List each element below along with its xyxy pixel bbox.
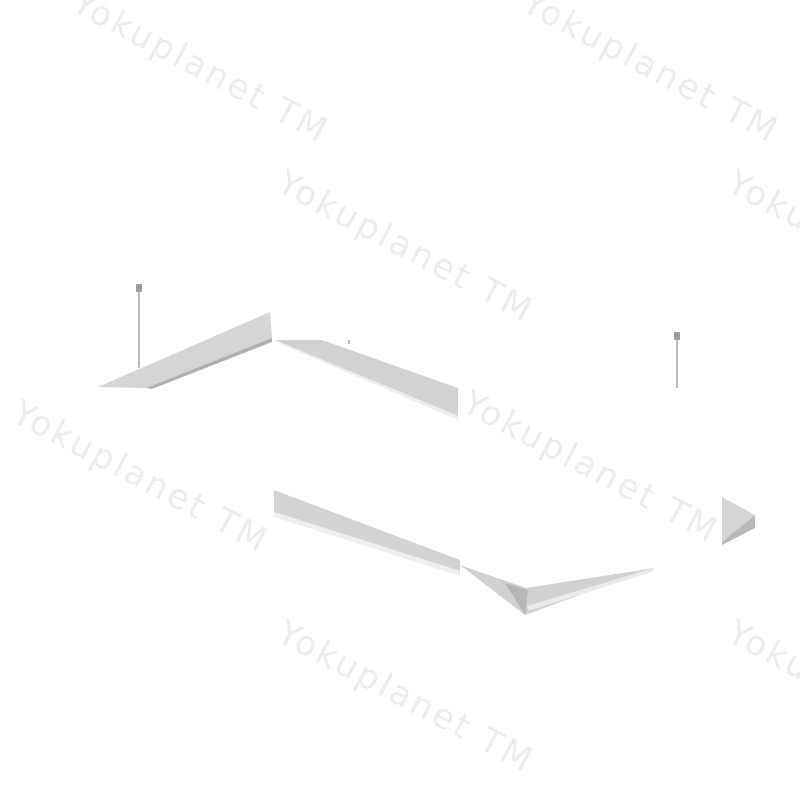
profile-segment — [722, 497, 755, 542]
watermark-text: Yokuplanet TM — [720, 162, 800, 332]
watermark-text: Yokuplanet TM — [720, 612, 800, 782]
watermark-text: Yokuplanet TM — [5, 392, 276, 562]
cable-cap — [674, 332, 680, 340]
profile-segment — [460, 565, 654, 615]
profile-corner — [505, 583, 528, 615]
watermark-text: Yokuplanet TM — [515, 0, 786, 152]
watermark-text: Yokuplanet TM — [270, 612, 541, 782]
cable-cap — [136, 284, 142, 292]
profile-segment — [98, 312, 272, 388]
profile-edge — [274, 512, 460, 576]
light-profile — [98, 312, 755, 615]
profile-edge — [275, 340, 458, 420]
watermark-text: Yokuplanet TM — [270, 162, 541, 332]
profile-segment — [274, 490, 460, 571]
profile-edge — [527, 568, 654, 611]
suspension-cables — [136, 284, 680, 388]
watermark-text: Yokuplanet TM — [455, 382, 726, 552]
profile-edge — [146, 338, 272, 389]
watermark-text: Yokuplanet TM — [65, 0, 336, 152]
profile-edge — [722, 515, 755, 545]
